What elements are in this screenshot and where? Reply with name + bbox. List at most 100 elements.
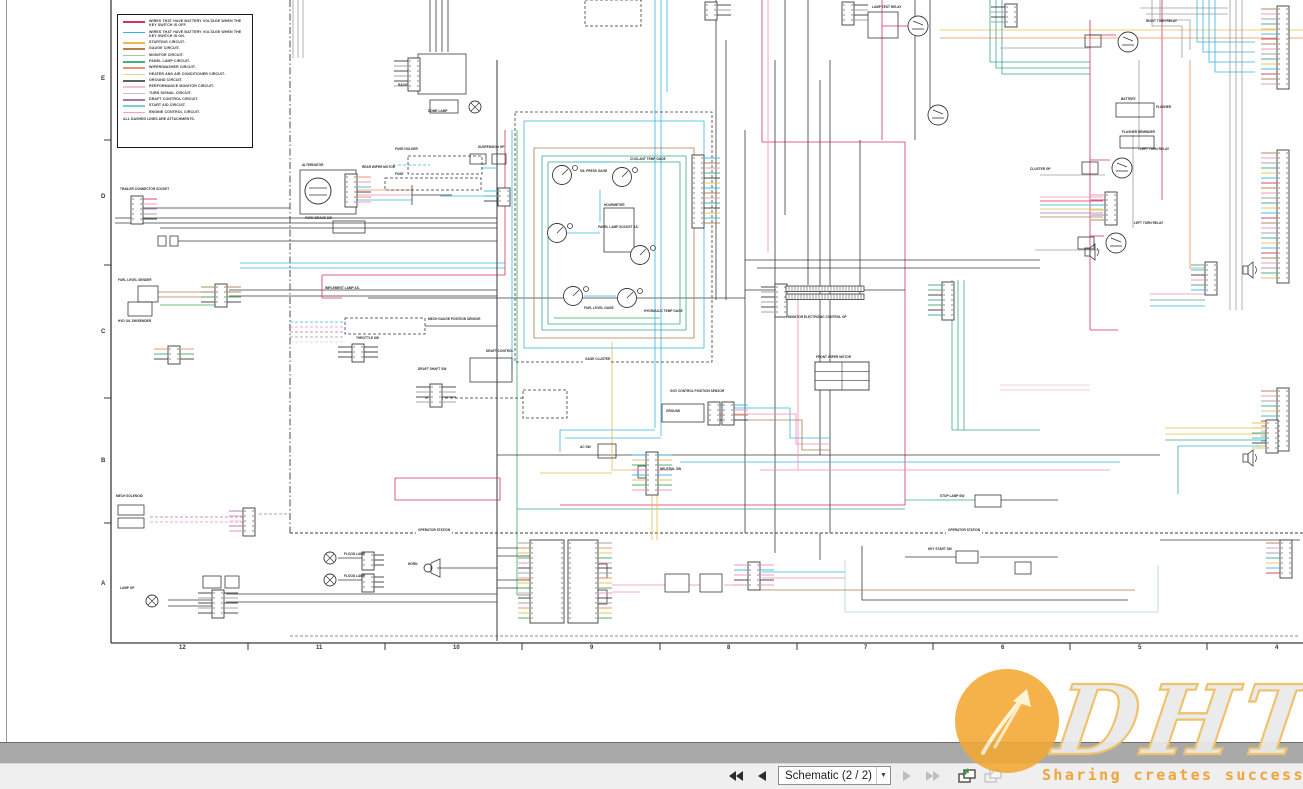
legend-item: ENGINE CONTROL CIRCUIT. — [123, 110, 249, 114]
viewer-background-strip — [0, 742, 1303, 763]
component-box — [169, 235, 179, 247]
zone-row-label: E — [101, 76, 106, 82]
component-label: FLASHER — [1156, 105, 1172, 109]
lamp-filament — [147, 596, 157, 606]
component-box — [1084, 34, 1102, 48]
zone-col-label: 10 — [453, 645, 460, 651]
component-label: GOV CONTROL POSITION SENSOR — [670, 389, 725, 393]
lamp-filament — [325, 553, 335, 563]
component-box — [1081, 161, 1099, 175]
lamp-bulb-symbol — [637, 288, 643, 294]
component-label: GROUND — [666, 409, 681, 413]
relay-symbol — [927, 104, 949, 126]
next-sheet-button[interactable] — [897, 767, 917, 785]
wire — [611, 342, 646, 471]
sheet-selector-label: Schematic (2 / 2) — [785, 769, 872, 782]
legend-color-chip — [123, 54, 145, 57]
legend-item: HEATER AND AIR CONDITIONER CIRCUIT. — [123, 72, 249, 76]
wire — [533, 147, 695, 339]
connector-stack — [691, 154, 705, 229]
component-box — [469, 153, 487, 165]
zone-col-label: 9 — [590, 645, 594, 651]
legend-color-chip — [123, 48, 145, 51]
component-label: DOME LAMP — [428, 109, 448, 113]
legend-item-label: GROUND CIRCUIT. — [149, 78, 183, 83]
legend-item-label: START AID CIRCUIT. — [149, 103, 186, 108]
component-label: BATTERY — [1121, 97, 1137, 101]
connector-stack — [361, 551, 375, 571]
legend-item: PERFORMANCE MONITOR CIRCUIT. — [123, 84, 249, 88]
legend-box: WIRES THAT HAVE BATTERY VOLTAGE WHEN THE… — [117, 14, 253, 148]
page-left-divider — [6, 0, 7, 742]
component-box — [407, 155, 483, 175]
sheet-selector-dropdown[interactable]: Schematic (2 / 2) ▼ — [778, 766, 891, 785]
relay-symbol — [907, 15, 929, 37]
speaker-icon — [1242, 265, 1249, 275]
wire — [1202, 0, 1255, 53]
wire — [861, 546, 1128, 601]
zone-row-label: A — [101, 581, 106, 587]
gauge-needle — [561, 168, 569, 176]
component-label: GAGE CLUSTER — [585, 357, 611, 361]
wire — [541, 155, 687, 331]
alternator-symbol — [304, 177, 332, 205]
first-sheet-button[interactable] — [726, 767, 746, 785]
speaker-wave — [1096, 251, 1100, 257]
wire — [989, 0, 1090, 63]
component-label: COOLANT TEMP GAGE — [630, 157, 666, 161]
wire — [1214, 0, 1255, 73]
label-backing — [583, 356, 611, 363]
component-label: LEFT TURN RELAY — [1134, 221, 1164, 225]
relay-contact — [1110, 237, 1122, 243]
legend-item: START AID CIRCUIT. — [123, 103, 249, 107]
gauge-needle — [572, 289, 580, 297]
legend-item-label: MONITOR CIRCUIT. — [149, 52, 184, 57]
previous-sheet-button[interactable] — [752, 767, 772, 785]
connector-stack — [567, 539, 599, 624]
relay-contact — [1122, 36, 1134, 42]
legend-note: ALL DASHED LINES ARE ATTACHMENTS. — [123, 116, 195, 121]
open-sheet-window-icon[interactable] — [957, 767, 977, 785]
connector-stack — [841, 1, 855, 26]
component-box — [117, 504, 145, 516]
component-label: MECH GAUGE POSITION SENSOR — [428, 317, 481, 321]
connector-stack — [242, 507, 256, 537]
connector-stack — [707, 401, 721, 426]
component-label: FUEL LEVEL SENDER — [118, 278, 152, 282]
component-label: RIGHT TURN RELAY — [1146, 19, 1178, 23]
component-label: HOURMETER — [604, 203, 625, 207]
wire — [1159, 0, 1191, 50]
connector-stack — [211, 589, 225, 619]
component-box — [867, 11, 899, 39]
zone-col-label: 4 — [1275, 645, 1279, 651]
connector-stack — [214, 283, 228, 308]
component-box — [1115, 102, 1155, 118]
last-sheet-button[interactable] — [923, 767, 943, 785]
lamp-bulb-symbol — [567, 223, 573, 229]
lamp-bulb-symbol — [650, 245, 656, 251]
component-box — [137, 285, 159, 303]
legend-item: GROUND CIRCUIT. — [123, 78, 249, 82]
component-label: FLASHER REMINDER — [1122, 130, 1156, 134]
component-box — [1077, 236, 1095, 250]
component-box — [202, 575, 222, 589]
component-label: THROTTLE SW — [356, 336, 379, 340]
open-sheet-window-disabled-icon[interactable] — [983, 767, 1003, 785]
connector-stack — [721, 401, 735, 426]
component-label: FUSE HOLDER — [395, 147, 419, 151]
lamp-bulb-symbol — [583, 286, 589, 292]
component-label: LAMP TEST RELAY — [872, 5, 902, 9]
legend-color-chip — [123, 99, 145, 101]
legend-item: WIRES THAT HAVE BATTERY VOLTAGE WHEN THE… — [123, 30, 249, 38]
component-label: DRAFT CONTROL — [486, 349, 513, 353]
zone-col-label: 6 — [1001, 645, 1005, 651]
wire — [995, 0, 1090, 69]
component-box — [344, 317, 426, 335]
connector-stack — [130, 195, 144, 225]
zone-col-label: 7 — [864, 645, 868, 651]
component-label: FRONT WIPER MOTOR — [816, 355, 852, 359]
speaker-icon — [1242, 453, 1249, 463]
connector-stack — [645, 451, 659, 496]
